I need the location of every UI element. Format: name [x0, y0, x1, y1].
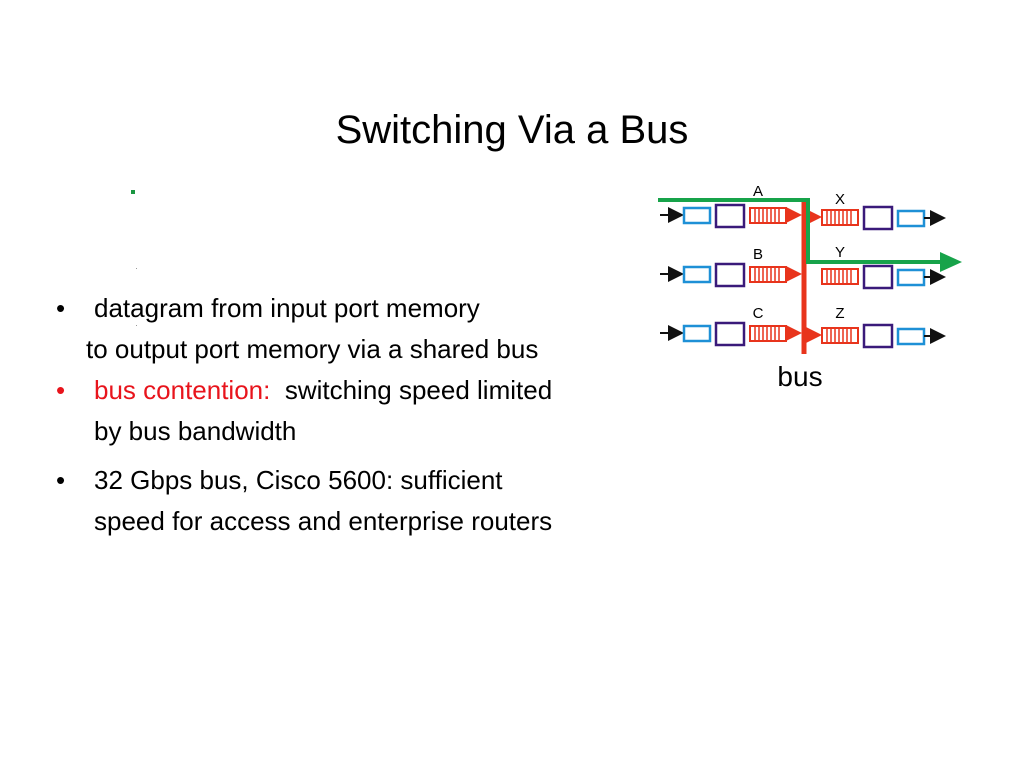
port-label-x: X	[835, 191, 845, 208]
bullet-2-highlight: bus contention:	[94, 375, 271, 405]
bullet-1-text: datagram from input port memory	[94, 293, 480, 323]
bullet-item-2: • bus contention: switching speed limite…	[56, 370, 676, 411]
bullet-3-line2: speed for access and enterprise routers	[94, 506, 553, 536]
port-label-y: Y	[835, 244, 845, 261]
bullet-1-continuation: to output port memory via a shared bus	[86, 334, 539, 364]
bullet-2-text: switching speed limited	[284, 375, 553, 405]
output-port-row-x	[806, 205, 946, 231]
bus-switch-diagram: A B C X Y Z bus	[658, 183, 962, 392]
bullet-list: • datagram from input port memory to out…	[56, 288, 676, 542]
bullet-item-1: • datagram from input port memory	[56, 288, 676, 329]
decorative-speck	[136, 268, 137, 269]
output-port-row-z	[806, 323, 946, 349]
bus-label: bus	[777, 361, 822, 392]
decorative-dot	[131, 190, 135, 194]
port-label-z: Z	[835, 305, 844, 322]
bullet-glyph: •	[56, 293, 66, 323]
datagram-path-arrowhead	[940, 252, 962, 272]
input-port-row-b	[660, 262, 802, 288]
port-label-b: B	[753, 246, 763, 263]
output-port-row-y	[821, 264, 946, 290]
input-port-row-a	[660, 203, 802, 229]
bullet-glyph: •	[56, 375, 66, 405]
bullet-2-line2: by bus bandwidth	[94, 416, 297, 446]
bullet-3-line1: 32 Gbps bus, Cisco 5600: sufficient	[94, 465, 503, 495]
input-port-row-c	[660, 321, 802, 347]
bullet-glyph: •	[56, 465, 66, 495]
port-label-a: A	[753, 183, 763, 200]
slide-title: Switching Via a Bus	[335, 108, 689, 152]
port-label-c: C	[753, 305, 764, 322]
bullet-item-3: • 32 Gbps bus, Cisco 5600: sufficient	[56, 460, 676, 501]
datagram-path	[658, 198, 946, 264]
decorative-speck	[136, 325, 137, 326]
